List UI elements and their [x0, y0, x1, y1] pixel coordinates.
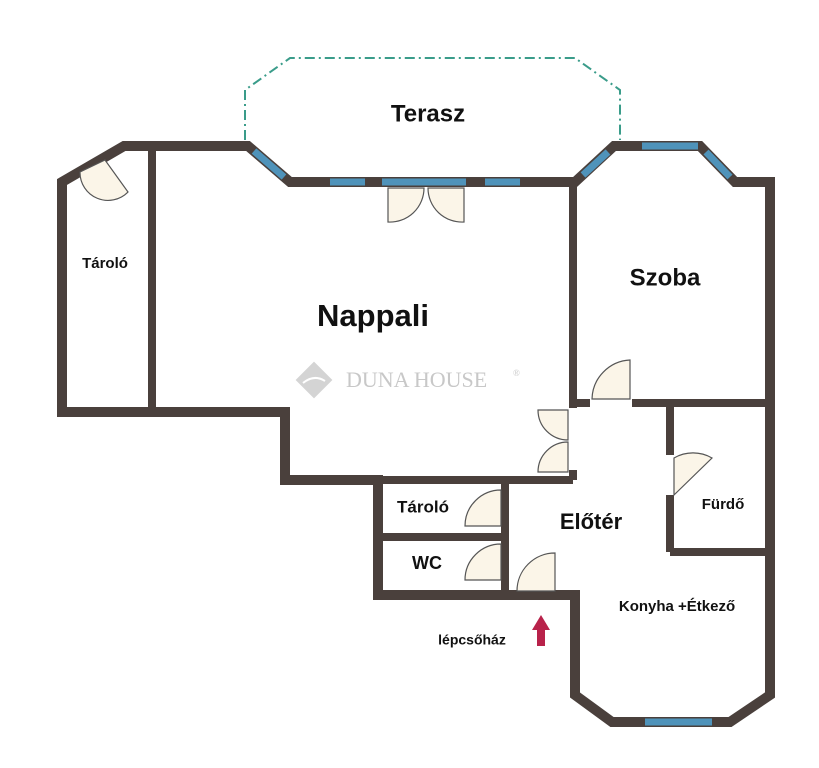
room-label-terrace: Terasz — [391, 100, 465, 127]
doors — [79, 159, 713, 592]
watermark-text: DUNA HOUSE — [346, 367, 487, 392]
window — [703, 149, 733, 180]
door-living-top — [537, 409, 569, 441]
watermark-registered-mark: ® — [513, 368, 520, 378]
inner-walls — [148, 146, 770, 590]
door-bedroom — [591, 359, 631, 400]
room-label-bedroom: Szoba — [630, 264, 701, 291]
room-label-hall: Előtér — [560, 509, 623, 534]
room-label-kitchen: Konyha +Étkező — [619, 598, 735, 615]
windows — [251, 142, 733, 726]
door-bathroom — [673, 452, 713, 497]
window — [251, 148, 287, 180]
door-storage-small — [464, 489, 502, 527]
door-terrace-right — [427, 187, 465, 223]
window — [580, 149, 611, 178]
room-label-bathroom: Fürdő — [702, 496, 745, 513]
duna-house-logo: DUNA HOUSE ® — [295, 361, 520, 399]
door-terrace-left — [387, 187, 425, 223]
room-label-storage-left: Tároló — [82, 255, 128, 272]
door-living-bottom — [537, 441, 569, 473]
door-storage-left — [79, 159, 129, 201]
room-label-wc: WC — [412, 553, 442, 573]
label-staircase: lépcsőház — [438, 632, 506, 648]
outer-walls — [57, 141, 775, 727]
terrace-outline — [244, 57, 621, 140]
door-entrance — [516, 552, 556, 592]
room-label-storage-small: Tároló — [397, 497, 449, 516]
door-wc — [464, 543, 502, 581]
entrance-arrow-icon — [532, 615, 550, 646]
room-label-living-room: Nappali — [317, 298, 429, 333]
